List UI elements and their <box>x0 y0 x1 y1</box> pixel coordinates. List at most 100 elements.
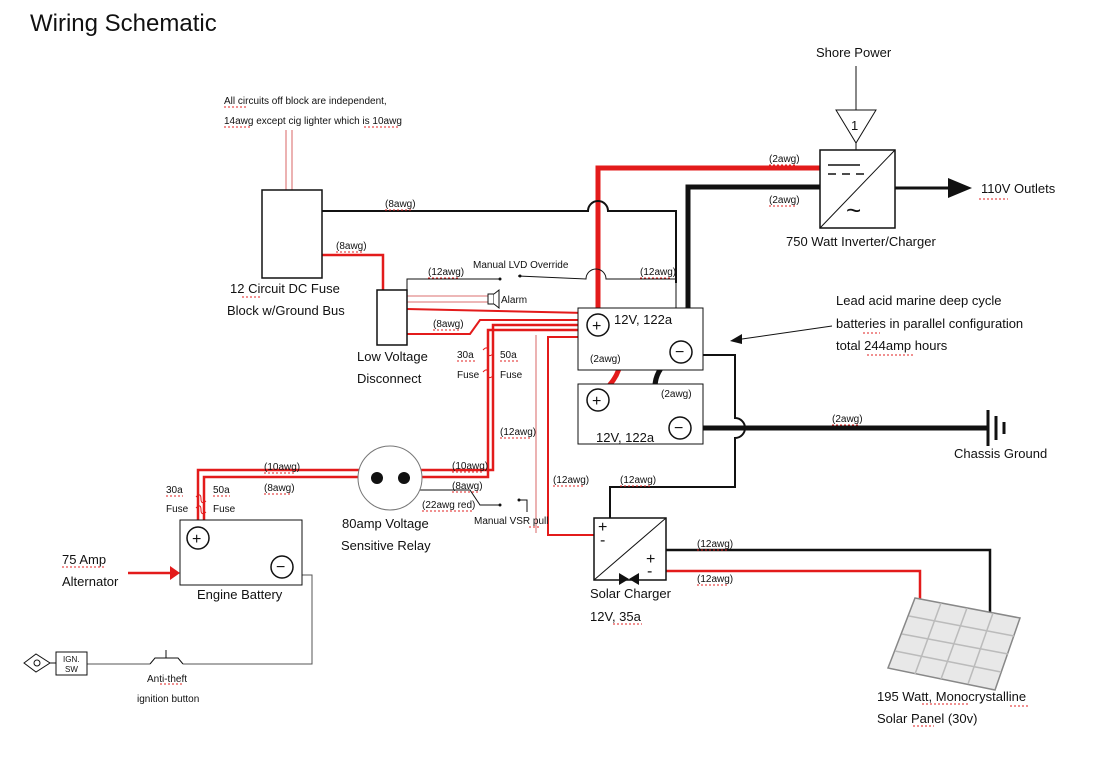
lvd-to-battery-wire <box>406 308 587 335</box>
solar-charger-label-line2: 12V, 35a <box>590 609 642 624</box>
relay-to-engine-battery-cable <box>196 468 360 525</box>
chassis-ground-label: Chassis Ground <box>954 446 1047 461</box>
wire-label: (2awg) <box>769 195 800 206</box>
engine-negative-wire <box>87 574 313 665</box>
anti-theft-line1: Anti-theft <box>147 674 187 685</box>
engine-plus-icon: + <box>192 531 201 548</box>
shore-power-triangle-icon <box>835 109 877 144</box>
wire-label: (10awg) <box>264 462 300 473</box>
wire-label: (10awg) <box>452 461 488 472</box>
wire-label: (8awg) <box>264 483 295 494</box>
wire-gauge-labels: (2awg) (2awg) (8awg) (8awg) (12awg) (12a… <box>264 154 863 585</box>
ign-sw-line1: IGN. <box>63 655 79 664</box>
house-fuses: 30a 50a Fuse Fuse <box>457 347 523 381</box>
battery-note-arrow <box>734 325 833 341</box>
ground-icon <box>986 410 1006 446</box>
house-battery-1: + − 12V, 122a <box>577 307 704 371</box>
anti-theft-line2: ignition button <box>137 694 199 705</box>
battery2-minus-icon: − <box>674 420 683 437</box>
diode-icon <box>619 573 639 585</box>
wire-label: (12awg) <box>553 475 589 486</box>
charger-out-minus-icon: - <box>647 563 652 580</box>
fuse-block: All circuits off block are independent, … <box>224 96 402 318</box>
charger-plus-icon: + <box>598 519 607 536</box>
spellcheck-underlines <box>62 106 1030 727</box>
wires <box>87 66 992 665</box>
outlets-label: 110V Outlets <box>981 181 1056 196</box>
charger-minus-icon: - <box>600 532 605 549</box>
inverter-positive-cable <box>595 165 820 324</box>
fuse-block-label-line2: Block w/Ground Bus <box>227 303 345 318</box>
battery-note-arrowhead-icon <box>730 334 742 344</box>
solar-panel-label-line2: Solar Panel (30v) <box>877 711 977 726</box>
ignition: IGN. SW Anti-theft ignition button <box>23 650 199 705</box>
ignition-switch-box <box>55 651 88 676</box>
fuse-block-to-lvd-wire <box>322 253 385 290</box>
wire-label: (12awg) <box>500 427 536 438</box>
battery1-plus-icon: + <box>592 318 601 335</box>
wire-label: (12awg) <box>428 267 464 278</box>
wire-label: (2awg) <box>590 354 621 365</box>
solar-charger: + - + - Solar Charger 12V, 35a <box>590 517 672 624</box>
fuse-icon <box>482 347 494 379</box>
wire-label: (12awg) <box>620 475 656 486</box>
anti-theft-button-icon <box>149 650 184 665</box>
inverter-label: 750 Watt Inverter/Charger <box>786 234 936 249</box>
engine-fuse-right: Fuse <box>213 504 236 515</box>
lvd-override-wire <box>406 268 677 325</box>
battery-to-relay-cable <box>420 323 586 479</box>
battery2-label: 12V, 122a <box>596 430 655 445</box>
wire-label: (2awg) <box>832 414 863 425</box>
shore-power-number: 1 <box>851 118 858 133</box>
lvd-label-line1: Low Voltage <box>357 349 428 364</box>
wire-label: (8awg) <box>336 241 367 252</box>
wire-label: (2awg) <box>661 389 692 400</box>
chassis-ground: Chassis Ground <box>954 410 1047 461</box>
ign-sw-line2: SW <box>65 665 78 674</box>
battery-note-line3: total 244amp hours <box>836 338 948 353</box>
wire-label: (8awg) <box>433 319 464 330</box>
alternator-label-line1: 75 Amp <box>62 552 106 567</box>
vsr-pull-wire <box>420 489 528 512</box>
battery-note-line2: batteries in parallel configuration <box>836 316 1023 331</box>
relay-label-line1: 80amp Voltage <box>342 516 429 531</box>
page-title: Wiring Schematic <box>30 10 217 37</box>
fuse-block-ground-wire <box>322 200 677 283</box>
engine-battery: + − Engine Battery 30a 50a Fuse Fuse <box>166 485 303 602</box>
panel-positive-wire <box>666 569 922 600</box>
fuse-note-leader <box>285 130 293 190</box>
vsr-pull-label: Manual VSR pull <box>474 516 548 527</box>
wire-label: (12awg) <box>697 539 733 550</box>
inverter-charger: ~ 750 Watt Inverter/Charger 110V Outlets <box>786 149 1056 249</box>
alarm-icon <box>487 293 495 305</box>
engine-battery-label: Engine Battery <box>197 587 283 602</box>
battery2-plus-icon: + <box>592 393 601 410</box>
shore-power-label: Shore Power <box>816 45 892 60</box>
alternator-label-line2: Alternator <box>62 574 119 589</box>
house-battery-2: + − 12V, 122a <box>577 383 704 445</box>
solar-charger-label-line1: Solar Charger <box>590 586 672 601</box>
fuse-block-label-line1: 12 Circuit DC Fuse <box>230 281 340 296</box>
charger-out-plus-icon: + <box>646 551 655 568</box>
fuse-label-right: Fuse <box>500 370 523 381</box>
engine-minus-icon: − <box>276 559 285 576</box>
solar-panel: 195 Watt, Monocrystalline Solar Panel (3… <box>877 597 1026 726</box>
ac-symbol-icon: ~ <box>846 195 861 225</box>
lvd-override-label: Manual LVD Override <box>473 260 569 271</box>
engine-fuse-left: Fuse <box>166 504 189 515</box>
solar-panel-label-line1: 195 Watt, Monocrystalline <box>877 689 1026 704</box>
output-arrow-icon <box>948 178 972 198</box>
fuse-label-left: Fuse <box>457 370 480 381</box>
dc-symbol-icon <box>828 164 864 175</box>
wire-label: (2awg) <box>769 154 800 165</box>
engine-fuse-30a: 30a <box>166 485 183 496</box>
relay-label-line2: Sensitive Relay <box>341 538 431 553</box>
lvd-alarm-wire <box>407 295 488 303</box>
engine-fuse-icon <box>195 494 207 515</box>
panel-negative-wire <box>666 548 992 612</box>
wire-label: (12awg) <box>640 267 676 278</box>
wire-label: (8awg) <box>452 481 483 492</box>
wire-label: (8awg) <box>385 199 416 210</box>
